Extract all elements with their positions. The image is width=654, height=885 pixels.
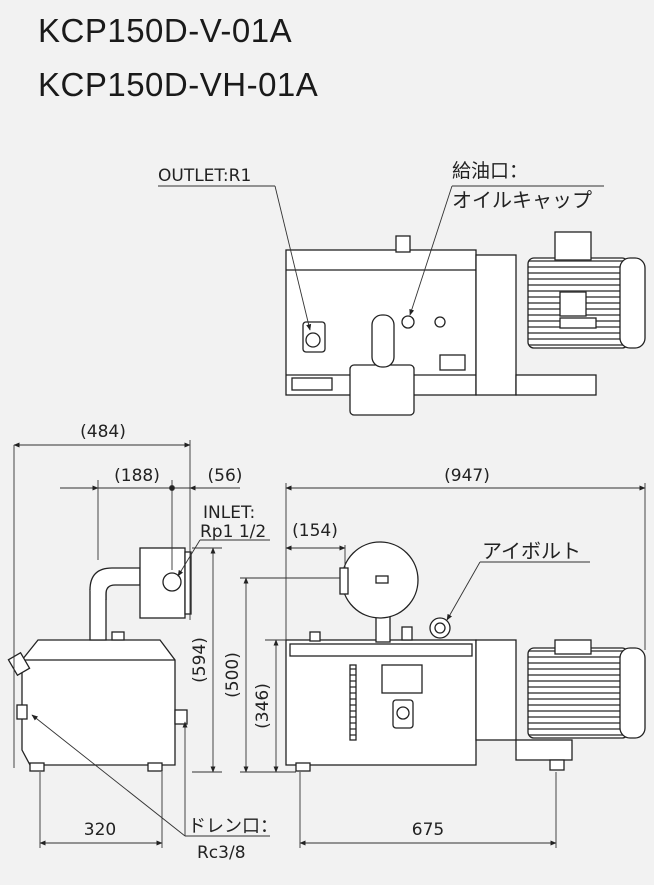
eyebolt-label: アイボルト (482, 539, 581, 563)
dim-188: (188) (114, 466, 160, 486)
dim-154: (154) (292, 521, 338, 541)
oil-cap-label: オイルキャップ (452, 188, 592, 212)
drain-label: ドレン口： (188, 816, 278, 837)
dim-594: (594) (190, 637, 210, 683)
inlet-port (162, 572, 182, 592)
drain-size-label: Rc3/8 (197, 843, 246, 863)
outlet-label: OUTLET:R1 (158, 166, 251, 186)
inlet-flange-top (349, 364, 415, 416)
pump-body-front (285, 639, 477, 766)
top-view (285, 231, 646, 416)
motor-fins-front (527, 647, 629, 739)
dim-320: 320 (84, 820, 116, 840)
coupling-housing-front (475, 639, 517, 741)
coupling-housing-top (475, 254, 517, 396)
oil-port-label: 給油口： (452, 160, 528, 182)
inlet-size-label: Rp1 1/2 (200, 522, 266, 542)
terminal-box-top (554, 231, 592, 261)
pump-body-side (21, 639, 176, 766)
model-title-1: KCP150D-V-01A (38, 12, 293, 49)
front-view (285, 541, 646, 772)
dimension-lines (13, 185, 646, 848)
dim-675: 675 (412, 820, 444, 840)
left-side-view (7, 547, 192, 772)
dim-346: (346) (253, 683, 273, 729)
oil-cap-top (395, 235, 411, 253)
nameplate (381, 664, 423, 694)
labels: OUTLET:R1 給油口： オイルキャップ INLET: Rp1 1/2 アイ… (80, 160, 592, 863)
inlet-label: INLET: (203, 503, 255, 523)
model-title-2: KCP150D-VH-01A (38, 66, 319, 103)
oil-port-circle (401, 315, 415, 329)
dim-56: (56) (208, 466, 243, 486)
dim-500: (500) (223, 652, 243, 698)
dim-484: (484) (80, 422, 126, 442)
dim-947: (947) (444, 466, 490, 486)
